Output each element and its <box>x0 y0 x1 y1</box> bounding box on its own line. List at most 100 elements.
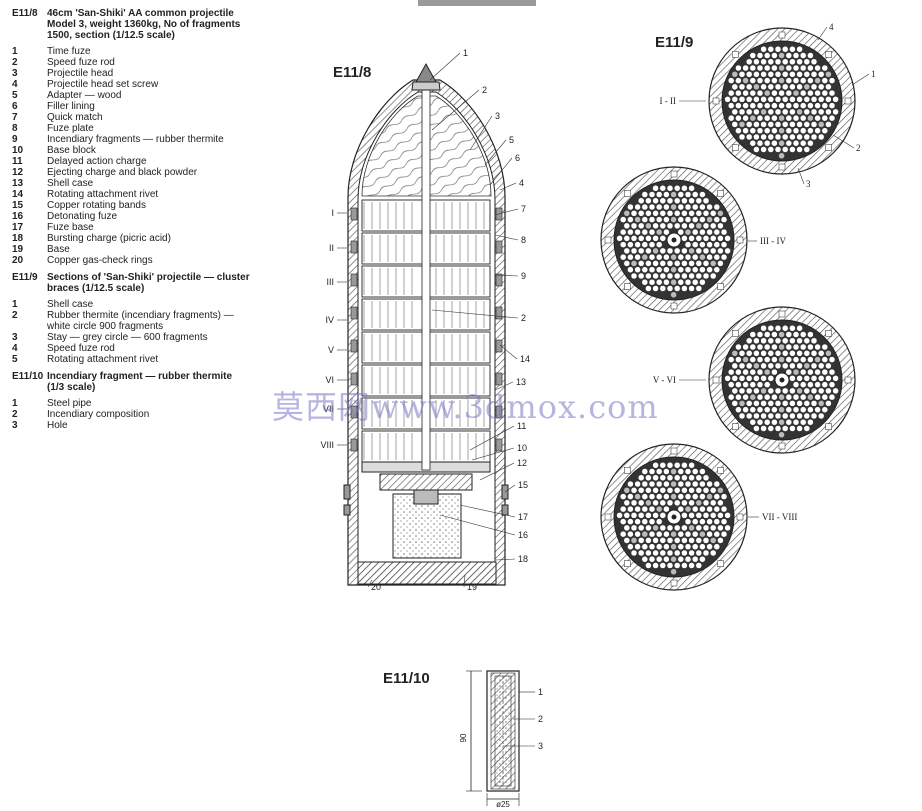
fragment-circle <box>648 530 656 538</box>
fragment-circle <box>702 537 710 544</box>
legend-item-text: Shell case <box>47 299 94 310</box>
fragment-circle <box>702 474 710 482</box>
fragment-circle <box>648 253 656 261</box>
fragment-circle <box>641 468 649 475</box>
fragment-circle <box>756 77 764 84</box>
fragment-circle <box>691 203 699 211</box>
fragment-circle <box>627 493 634 500</box>
fragment-circle <box>695 285 703 292</box>
fragment-circle <box>691 480 699 488</box>
fragment-circle <box>735 406 742 413</box>
fragment-circle <box>807 52 814 59</box>
fragment-circle <box>810 121 818 128</box>
fragment-circle <box>648 228 656 236</box>
fragment-circle <box>681 272 688 280</box>
fragment-circle <box>792 52 800 59</box>
fragment-circle <box>767 325 775 332</box>
fragment-circle <box>792 418 800 426</box>
fragment-circle <box>681 474 688 482</box>
fragment-circle <box>702 197 710 205</box>
fragment-circle <box>832 387 839 395</box>
dimension-height: 90 <box>459 733 468 742</box>
fragment-circle <box>778 418 785 426</box>
callout-leader <box>439 514 516 536</box>
fragment-circle <box>663 228 670 236</box>
fragment-circle <box>637 210 645 217</box>
fragment-circle <box>641 480 649 488</box>
fragment-circle <box>781 350 789 357</box>
fragment-circle <box>753 400 760 407</box>
fragment-circle <box>760 121 767 128</box>
fragment-circle <box>659 285 667 292</box>
legend-item-number: 19 <box>12 244 24 255</box>
legend-item-number: 2 <box>12 310 18 321</box>
rotating-rivet <box>495 240 503 254</box>
fragment-circle <box>623 247 631 255</box>
fragment-circle <box>652 247 659 255</box>
incendiary-fragment-drawing <box>466 670 535 806</box>
fragment-circle <box>616 512 623 519</box>
fragment-circle <box>738 400 746 407</box>
fragment-circle <box>673 260 681 267</box>
fragment-circle <box>810 400 818 407</box>
fragment-circle <box>753 337 760 345</box>
rotating-rivet <box>495 438 503 452</box>
fragment-circle <box>763 418 771 426</box>
callout-number: 4 <box>519 178 524 188</box>
fragment-circle <box>652 537 659 544</box>
fragment-circle <box>767 83 775 91</box>
fragment-circle <box>799 356 807 363</box>
fragment-circle <box>702 235 710 242</box>
fragment-circle <box>666 474 674 482</box>
fragment-circle <box>796 362 803 370</box>
fragment-circle <box>785 368 793 376</box>
fragment-circle <box>663 493 670 500</box>
fragment-circle <box>810 108 818 116</box>
fragment-circle <box>652 222 659 230</box>
fragment-circle <box>735 89 742 97</box>
fragment-circle <box>771 418 778 426</box>
fragment-circle <box>774 121 782 128</box>
legend-item-number: 3 <box>12 420 18 431</box>
fragment-circle <box>731 121 739 128</box>
fragment-circle <box>774 400 782 407</box>
fragment-circle <box>659 487 667 494</box>
rivet-slot <box>778 163 786 171</box>
fragment-circle <box>641 518 649 525</box>
rivet-slot <box>712 376 720 384</box>
fragment-circle <box>720 505 728 513</box>
fragment-circle <box>619 241 627 248</box>
fragment-circle <box>814 368 821 376</box>
fragment-circle <box>749 343 757 351</box>
fragment-circle <box>673 210 681 217</box>
fragment-circle <box>760 46 767 53</box>
callout-leader <box>463 574 466 588</box>
fragment-circle <box>659 197 667 205</box>
fragment-circle <box>630 272 638 280</box>
fragment-circle <box>796 121 803 128</box>
fragment-circle <box>749 139 757 147</box>
fragment-circle <box>817 108 825 116</box>
fragment-circle <box>763 64 771 72</box>
fragment-circle <box>738 121 746 128</box>
fragment-circle <box>619 216 627 223</box>
fragment-circle <box>738 83 746 91</box>
fragment-circle <box>684 518 692 525</box>
fragment-circle <box>742 356 749 363</box>
fragment-circle <box>637 222 645 230</box>
fragment-circle <box>724 247 731 255</box>
fragment-circle <box>630 524 638 532</box>
legend-item-number: 8 <box>12 123 18 134</box>
rivet-slot <box>825 144 832 151</box>
callout-leader <box>469 115 493 151</box>
fragment-circle <box>778 331 785 338</box>
fragment-circle <box>659 474 667 482</box>
fragment-circle <box>778 102 785 109</box>
fragment-circle <box>637 235 645 242</box>
